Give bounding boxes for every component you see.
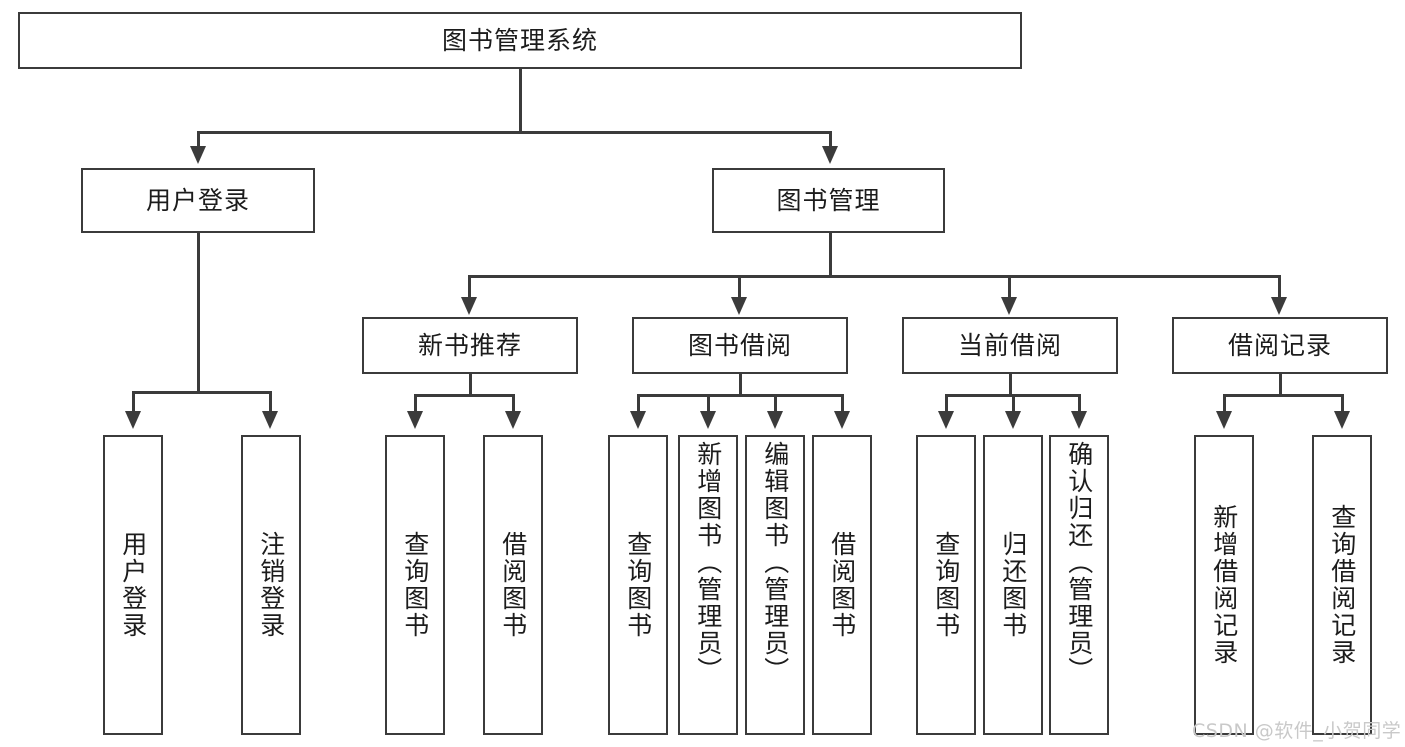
leaf-label: 查询图书 bbox=[623, 531, 653, 639]
connector-borrow-bar bbox=[637, 394, 842, 397]
node-current-borrow[interactable]: 当前借阅 bbox=[902, 317, 1118, 374]
connector-bookmgmt-branch-1 bbox=[468, 275, 471, 297]
arrowhead-borrow-leaf-1 bbox=[630, 411, 646, 429]
arrowhead-recommend-leaf-2 bbox=[505, 411, 521, 429]
arrowhead-borrow-leaf-3 bbox=[767, 411, 783, 429]
leaf-borrow-book-recommend[interactable]: 借阅图书 bbox=[483, 435, 543, 735]
connector-borrow-branch-2 bbox=[707, 394, 710, 411]
leaf-confirm-return-admin[interactable]: 确认归还（管理员） bbox=[1049, 435, 1109, 735]
leaf-query-book-borrow[interactable]: 查询图书 bbox=[608, 435, 668, 735]
arrowhead-to-logout-leaf bbox=[262, 411, 278, 429]
connector-root-to-login bbox=[197, 131, 200, 146]
node-label: 新书推荐 bbox=[417, 330, 522, 360]
arrowhead-record-leaf-2 bbox=[1334, 411, 1350, 429]
leaf-user-login[interactable]: 用户登录 bbox=[103, 435, 163, 735]
leaf-label: 注销登录 bbox=[256, 531, 286, 639]
leaf-label: 查询借阅记录 bbox=[1327, 504, 1357, 666]
connector-bookmgmt-bar bbox=[468, 275, 1280, 278]
node-label: 图书管理系统 bbox=[441, 25, 598, 55]
arrowhead-current-leaf-2 bbox=[1005, 411, 1021, 429]
leaf-label: 用户登录 bbox=[118, 531, 148, 639]
arrowhead-to-user-login bbox=[190, 146, 206, 164]
leaf-borrow-book[interactable]: 借阅图书 bbox=[812, 435, 872, 735]
connector-current-branch-3 bbox=[1078, 394, 1081, 411]
node-label: 图书借阅 bbox=[687, 330, 792, 360]
arrowhead-to-book-management bbox=[822, 146, 838, 164]
arrowhead-to-current-borrow bbox=[1001, 297, 1017, 315]
connector-login-branch-2 bbox=[269, 391, 272, 411]
connector-borrow-branch-3 bbox=[774, 394, 777, 411]
connector-bookmgmt-branch-2 bbox=[738, 275, 741, 297]
csdn-watermark: CSDN @软件_小贺同学 bbox=[1192, 716, 1401, 743]
connector-bookmgmt-branch-3 bbox=[1008, 275, 1011, 297]
connector-login-bar bbox=[132, 391, 270, 394]
leaf-query-book-current[interactable]: 查询图书 bbox=[916, 435, 976, 735]
connector-current-branch-1 bbox=[945, 394, 948, 411]
connector-current-stem bbox=[1009, 374, 1012, 396]
node-label: 当前借阅 bbox=[957, 330, 1062, 360]
connector-current-branch-2 bbox=[1012, 394, 1015, 411]
connector-root-stem bbox=[519, 69, 522, 133]
leaf-logout[interactable]: 注销登录 bbox=[241, 435, 301, 735]
connector-recommend-bar bbox=[414, 394, 513, 397]
arrowhead-to-new-book-recommend bbox=[461, 297, 477, 315]
leaf-query-borrow-record[interactable]: 查询借阅记录 bbox=[1312, 435, 1372, 735]
leaf-label: 查询图书 bbox=[931, 531, 961, 639]
node-label: 用户登录 bbox=[145, 185, 250, 215]
node-label: 图书管理 bbox=[776, 185, 881, 215]
connector-record-stem bbox=[1279, 374, 1282, 396]
leaf-add-book-admin[interactable]: 新增图书（管理员） bbox=[678, 435, 738, 735]
leaf-label: 借阅图书 bbox=[498, 531, 528, 639]
arrowhead-to-book-borrow bbox=[731, 297, 747, 315]
watermark-text: CSDN @软件_小贺同学 bbox=[1192, 720, 1402, 742]
node-book-borrow[interactable]: 图书借阅 bbox=[632, 317, 848, 374]
arrowhead-current-leaf-1 bbox=[938, 411, 954, 429]
connector-record-bar bbox=[1223, 394, 1342, 397]
connector-borrow-branch-1 bbox=[637, 394, 640, 411]
arrowhead-recommend-leaf-1 bbox=[407, 411, 423, 429]
node-new-book-recommend[interactable]: 新书推荐 bbox=[362, 317, 578, 374]
connector-bookmgmt-stem bbox=[829, 233, 832, 277]
node-book-management[interactable]: 图书管理 bbox=[712, 168, 945, 233]
arrowhead-record-leaf-1 bbox=[1216, 411, 1232, 429]
connector-record-branch-2 bbox=[1341, 394, 1344, 411]
node-borrow-record[interactable]: 借阅记录 bbox=[1172, 317, 1388, 374]
node-label: 借阅记录 bbox=[1227, 330, 1332, 360]
node-user-login[interactable]: 用户登录 bbox=[81, 168, 315, 233]
connector-bookmgmt-branch-4 bbox=[1278, 275, 1281, 297]
connector-root-bar bbox=[197, 131, 831, 134]
arrowhead-to-user-login-leaf bbox=[125, 411, 141, 429]
leaf-add-borrow-record[interactable]: 新增借阅记录 bbox=[1194, 435, 1254, 735]
leaf-label: 新增图书（管理员） bbox=[693, 441, 723, 684]
arrowhead-borrow-leaf-2 bbox=[700, 411, 716, 429]
leaf-label: 归还图书 bbox=[998, 531, 1028, 639]
leaf-label: 新增借阅记录 bbox=[1209, 504, 1239, 666]
leaf-query-book-recommend[interactable]: 查询图书 bbox=[385, 435, 445, 735]
connector-record-branch-1 bbox=[1223, 394, 1226, 411]
leaf-label: 查询图书 bbox=[400, 531, 430, 639]
leaf-return-book[interactable]: 归还图书 bbox=[983, 435, 1043, 735]
connector-borrow-stem bbox=[739, 374, 742, 396]
leaf-label: 编辑图书（管理员） bbox=[760, 441, 790, 684]
connector-root-to-bookmgmt bbox=[829, 131, 832, 146]
leaf-label: 借阅图书 bbox=[827, 531, 857, 639]
arrowhead-to-borrow-record bbox=[1271, 297, 1287, 315]
connector-recommend-stem bbox=[469, 374, 472, 396]
connector-recommend-branch-1 bbox=[414, 394, 417, 411]
connector-login-branch-1 bbox=[132, 391, 135, 411]
leaf-edit-book-admin[interactable]: 编辑图书（管理员） bbox=[745, 435, 805, 735]
leaf-label: 确认归还（管理员） bbox=[1064, 441, 1094, 684]
connector-borrow-branch-4 bbox=[841, 394, 844, 411]
arrowhead-current-leaf-3 bbox=[1071, 411, 1087, 429]
connector-login-stem bbox=[197, 233, 200, 393]
arrowhead-borrow-leaf-4 bbox=[834, 411, 850, 429]
node-root-system[interactable]: 图书管理系统 bbox=[18, 12, 1022, 69]
connector-recommend-branch-2 bbox=[512, 394, 515, 411]
